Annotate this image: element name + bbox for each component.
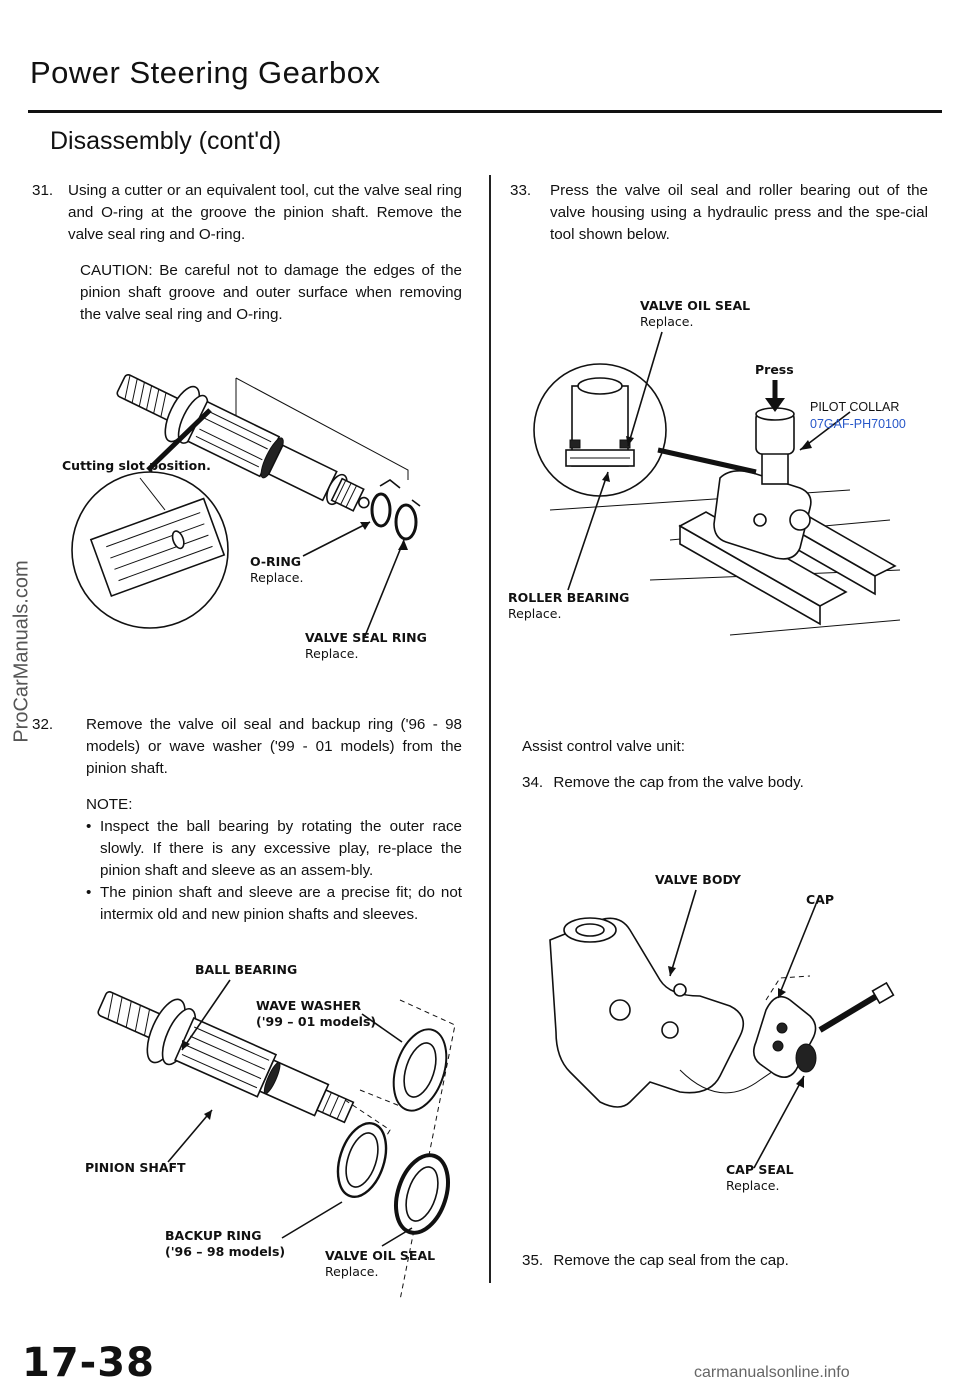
step-number: 31. [32,182,54,199]
label-o-ring: O-RING Replace. [250,554,303,586]
note-item: The pinion shaft and sleeve are a precis… [82,882,462,926]
figure-cutting-slot [71,374,421,637]
figure-press-out [533,331,901,636]
page-title: Power Steering Gearbox [30,55,381,90]
roller-bearing-name: ROLLER BEARING [508,590,630,605]
column-divider [489,175,491,1283]
cap-seal-name: CAP SEAL [726,1162,794,1177]
label-valve-oil-seal-3: VALVE OIL SEAL Replace. [325,1248,435,1280]
label-valve-body: VALVE BODY [655,872,741,887]
step-35: 35. Remove the cap seal from the cap. [522,1250,789,1272]
seal-ring-icon [394,503,418,541]
gear-teeth-icon [124,375,167,418]
valve-body-icon [549,917,745,1108]
valve-seal-ring-note: Replace. [305,646,359,661]
pilot-collar-part-number: 07GAF-PH70100 [810,417,906,431]
step-32: 32. Remove the valve oil seal and backup… [32,714,462,926]
label-roller-bearing: ROLLER BEARING Replace. [508,590,629,622]
label-pilot-collar: PILOT COLLAR 07GAF-PH70100 [810,399,906,433]
section-label: Assist control valve unit: [522,738,685,755]
page-number: 17-38 [22,1340,155,1386]
label-wave-washer: WAVE WASHER ('99 – 01 models) [256,998,376,1030]
backup-ring-name: BACKUP RING [165,1228,262,1243]
caution-text: CAUTION: Be careful not to damage the ed… [80,262,462,323]
cap-seal-note: Replace. [726,1178,780,1193]
figure-valve-body [549,889,895,1169]
note-label: NOTE: [86,796,133,813]
step-number: 32. [32,716,54,733]
wave-washer-models: ('99 – 01 models) [256,1014,377,1029]
valve-oil-seal-name: VALVE OIL SEAL [640,298,751,313]
note-item: Inspect the ball bearing by rotating the… [82,816,462,882]
label-cutting-slot: Cutting slot position. [62,458,211,473]
label-valve-seal-ring: VALVE SEAL RING Replace. [305,630,427,662]
label-cap: CAP [806,892,835,907]
press-arrow-icon [765,398,785,412]
label-ball-bearing: BALL BEARING [195,962,298,977]
roller-bearing-note: Replace. [508,606,562,621]
o-ring-note: Replace. [250,570,304,585]
section-subtitle: Disassembly (cont'd) [50,127,282,155]
label-press: Press [755,362,794,377]
title-rule [28,110,942,113]
step-33: 33. Press the valve oil seal and roller … [510,180,928,246]
valve-oil-seal-name: VALVE OIL SEAL [325,1248,436,1263]
step-number: 35. [522,1252,544,1269]
o-ring-icon [370,492,392,528]
bottom-watermark: carmanualsonline.info [694,1364,850,1381]
note-list: Inspect the ball bearing by rotating the… [32,816,462,926]
step-text: Remove the valve oil seal and backup rin… [86,716,462,777]
o-ring-name: O-RING [250,554,302,569]
valve-seal-ring-name: VALVE SEAL RING [305,630,427,645]
cap-seal-icon [795,1043,817,1073]
step-31: 31. Using a cutter or an equivalent tool… [32,180,462,326]
label-valve-oil-seal-2: VALVE OIL SEAL Replace. [640,298,750,330]
step-text: Using a cutter or an equivalent tool, cu… [68,182,462,243]
step-text: Press the valve oil seal and roller bear… [550,182,928,243]
step-34: 34. Remove the cap from the valve body. [522,772,804,794]
step-number: 34. [522,774,544,791]
figure-pinion-shaft [97,979,456,1301]
side-watermark: ProCarManuals.com [10,560,33,743]
backup-ring-models: ('96 – 98 models) [165,1244,286,1259]
label-pinion-shaft: PINION SHAFT [85,1160,186,1175]
bolt-icon [818,991,882,1033]
label-backup-ring: BACKUP RING ('96 – 98 models) [165,1228,285,1260]
valve-oil-seal-note: Replace. [325,1264,379,1279]
step-text: Remove the cap from the valve body. [553,774,804,791]
valve-oil-seal-note: Replace. [640,314,694,329]
wave-washer-name: WAVE WASHER [256,998,362,1013]
step-number: 33. [510,182,532,199]
label-cap-seal: CAP SEAL Replace. [726,1162,794,1194]
pilot-collar-name: PILOT COLLAR [810,400,900,414]
step-text: Remove the cap seal from the cap. [553,1252,789,1269]
